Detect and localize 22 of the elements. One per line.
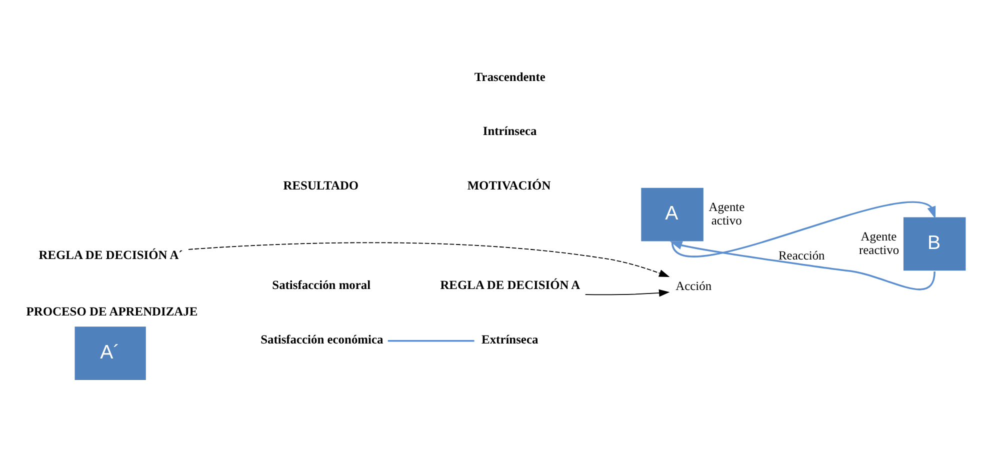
node-text: Extrínseca: [482, 332, 538, 346]
label: MOTIVACIÓN: [467, 178, 551, 192]
label: RESULTADO: [283, 178, 359, 192]
arrow: [584, 289, 670, 297]
arrow: [670, 241, 936, 290]
node-text: Acción: [676, 278, 712, 293]
node-box: A: [641, 188, 704, 242]
node-text: REGLA DE DECISIÓN A: [440, 278, 580, 292]
node-box: A´: [74, 326, 146, 380]
node-label: PROCESO DE APRENDIZAJE: [26, 304, 198, 318]
node-text: Satisfacción económica: [260, 332, 384, 346]
arrow: [188, 242, 670, 277]
node-box: B: [903, 217, 966, 271]
node-label: Agente reactivo: [859, 230, 900, 257]
connector: [388, 340, 474, 342]
edge-label: Reacción: [778, 248, 825, 262]
label: Satisfacción moral: [272, 278, 371, 292]
label: Intrínseca: [482, 124, 537, 138]
arrow: [671, 202, 936, 258]
node-label: Agente activo: [708, 200, 745, 228]
label: Trascendente: [474, 70, 546, 84]
node-text: REGLA DE DECISIÓN A´: [38, 248, 183, 262]
